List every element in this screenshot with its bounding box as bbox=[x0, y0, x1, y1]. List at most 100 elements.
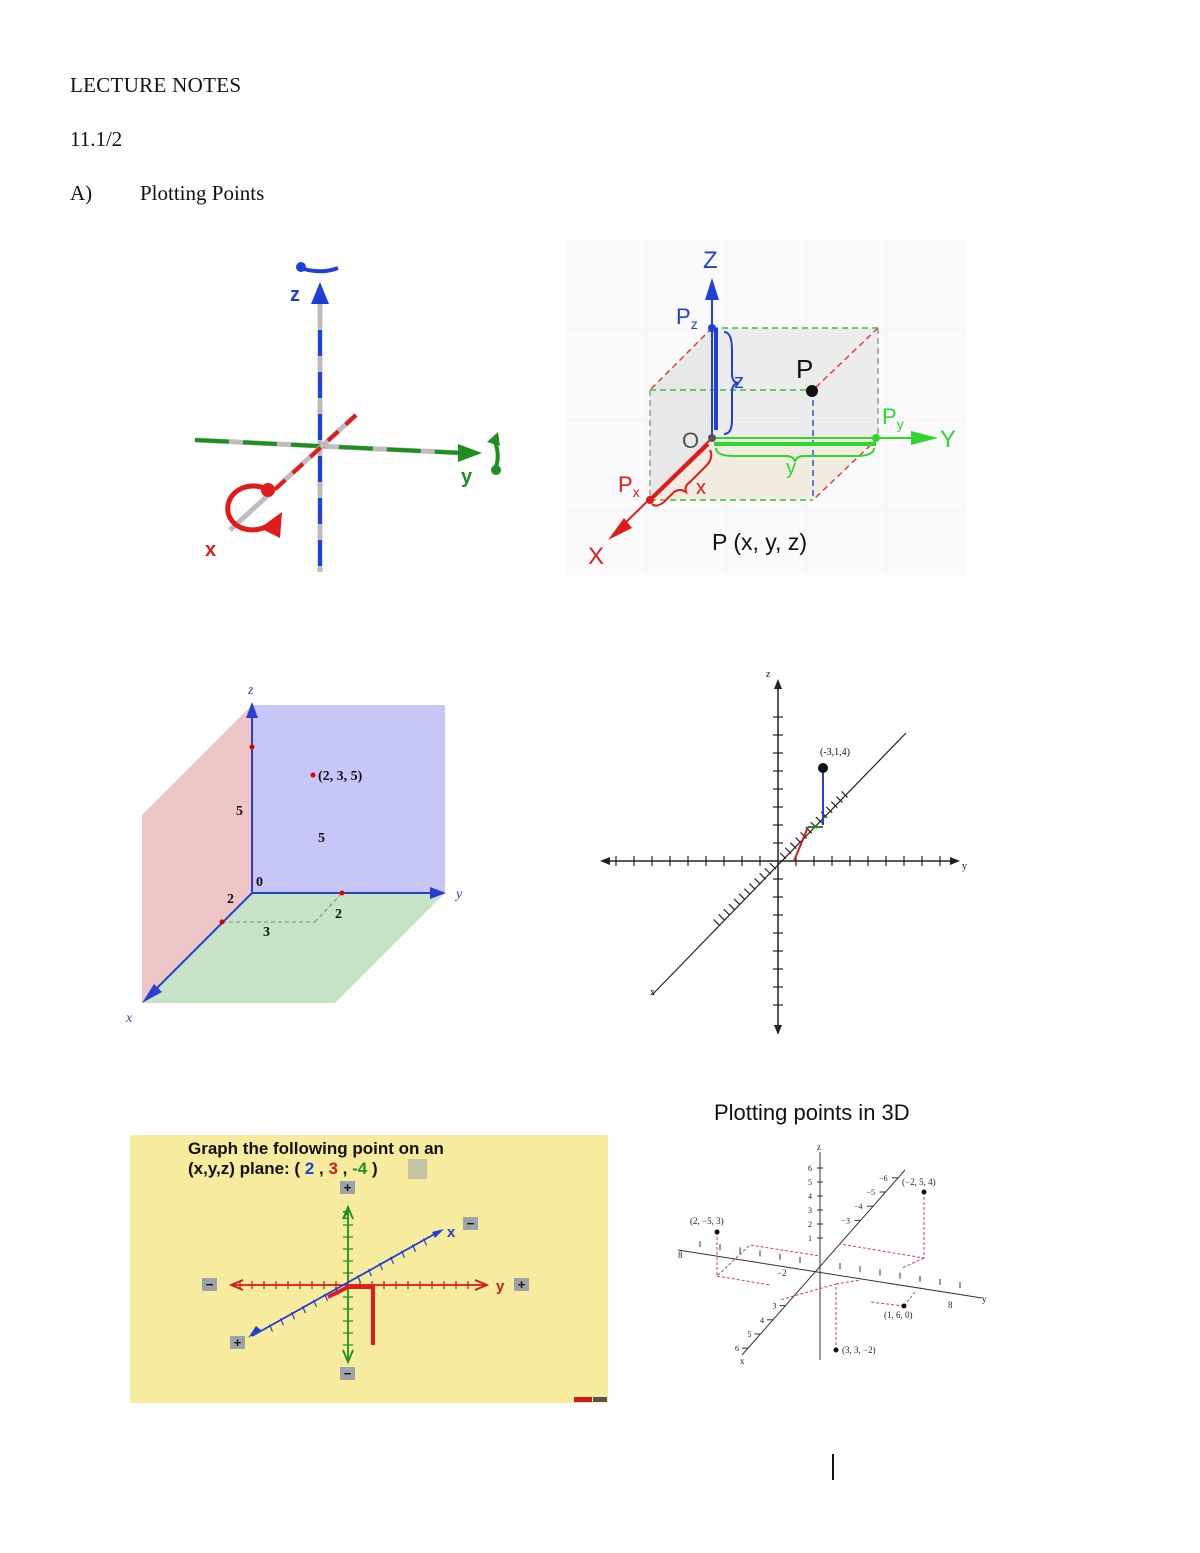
z-tick-five: 5 bbox=[236, 804, 243, 819]
x-tick bbox=[795, 837, 802, 844]
x-tick bbox=[422, 1238, 428, 1246]
z-tick-label: 1 bbox=[808, 1234, 812, 1243]
x-tick bbox=[312, 1299, 318, 1308]
z-tick-label: 5 bbox=[808, 1178, 812, 1187]
y-minus-sign: − bbox=[206, 1277, 214, 1292]
origin-zero: 0 bbox=[256, 875, 263, 890]
x-axis bbox=[228, 413, 358, 532]
X-axis-label: X bbox=[588, 543, 604, 570]
x-axis-label: x bbox=[740, 1356, 745, 1366]
x-tick-label: 5 bbox=[748, 1330, 752, 1339]
x-tick-label: 4 bbox=[760, 1316, 764, 1325]
z-axis-label: z bbox=[247, 683, 254, 698]
figure-point-axes: (-3,1,4) z y x bbox=[600, 669, 967, 1035]
y-axis bbox=[194, 437, 482, 462]
x-tick-8: 8 bbox=[948, 1300, 953, 1310]
x-tick bbox=[743, 888, 751, 896]
x-tick-label: 3 bbox=[773, 1302, 777, 1311]
y-axis-label: y bbox=[461, 466, 473, 488]
rotation-arrow-x-icon bbox=[225, 483, 282, 538]
x-tick bbox=[733, 898, 741, 906]
point-2-label: (−2, 5, 4) bbox=[902, 1177, 936, 1187]
z-axis-label: z bbox=[817, 1142, 821, 1152]
text-cursor bbox=[832, 1454, 834, 1480]
plane-five: 5 bbox=[318, 831, 325, 846]
x-tick bbox=[290, 1312, 296, 1320]
x-tick bbox=[836, 796, 843, 803]
page-title: LECTURE NOTES bbox=[70, 73, 242, 97]
y-tick-8: 8 bbox=[678, 1250, 683, 1260]
y-axis-label: y bbox=[454, 887, 463, 902]
point-label: (2, 3, 5) bbox=[318, 769, 363, 784]
figure-caption: P (x, y, z) bbox=[712, 529, 807, 555]
point-P-label: P bbox=[796, 354, 813, 384]
x-tick bbox=[723, 908, 731, 916]
x-tick bbox=[323, 1293, 329, 1302]
point-4-label: (3, 3, −2) bbox=[842, 1345, 876, 1355]
Px-label: Px bbox=[618, 472, 640, 500]
x-tick bbox=[389, 1256, 395, 1265]
x-plus-sign: + bbox=[234, 1335, 242, 1350]
z-distance-label: z bbox=[734, 371, 744, 393]
x-axis-label: x bbox=[650, 987, 655, 998]
section-number: 11.1/2 bbox=[70, 127, 123, 151]
figure-title: Plotting points in 3D bbox=[714, 1100, 910, 1125]
point-2-dot bbox=[921, 1189, 927, 1195]
y-axis-label: y bbox=[982, 1294, 987, 1304]
x-tick bbox=[754, 878, 761, 885]
point-4-dot bbox=[833, 1347, 839, 1353]
figure-plotting-3d: (2, −5, 3) (−2, 5, 4) (1, 6, 0) (3, 3, −… bbox=[677, 1142, 987, 1366]
z-tick-label: 2 bbox=[808, 1220, 812, 1229]
z-axis-label: z bbox=[766, 669, 771, 680]
point-1-dot bbox=[714, 1229, 720, 1235]
Pz-label: Pz bbox=[676, 304, 698, 332]
x-tick bbox=[713, 919, 720, 926]
x-tick bbox=[830, 801, 838, 809]
x-tick-label: −3 bbox=[842, 1216, 851, 1225]
z-minus-sign: − bbox=[344, 1366, 352, 1381]
z-plus-sign: + bbox=[344, 1180, 352, 1195]
x-tick bbox=[268, 1324, 274, 1332]
point-2-3-5-dot bbox=[310, 772, 316, 778]
y-axis-label: y bbox=[496, 1278, 505, 1295]
heading-label: A) bbox=[70, 181, 93, 205]
point-label: (-3,1,4) bbox=[820, 747, 850, 758]
z-tick-label: 4 bbox=[808, 1192, 812, 1201]
z-axis bbox=[311, 282, 329, 572]
z-axis-label: z bbox=[290, 284, 300, 306]
z-axis-label: z bbox=[342, 1206, 350, 1223]
slide-nav-icon bbox=[574, 1397, 607, 1402]
y-axis-label: y bbox=[962, 861, 967, 872]
x-tick-two: 2 bbox=[227, 892, 234, 907]
point-1-label: (2, −5, 3) bbox=[690, 1216, 724, 1226]
section-heading: A) Plotting Points bbox=[70, 181, 264, 206]
x-minus-sign: − bbox=[467, 1216, 475, 1231]
z-tick-label: 3 bbox=[808, 1206, 812, 1215]
origin-label: O bbox=[682, 428, 699, 453]
figure-graph-point-exercise: Graph the following point on an (x,y,z) … bbox=[130, 1135, 608, 1403]
x-tick bbox=[279, 1318, 285, 1326]
x-tick bbox=[784, 847, 792, 855]
y-tick-three: 3 bbox=[263, 925, 270, 940]
rotation-arrow-z-icon bbox=[296, 262, 339, 274]
x-tick bbox=[356, 1275, 362, 1283]
point-P-dot bbox=[806, 385, 818, 397]
x-tick bbox=[367, 1268, 373, 1277]
exercise-line-1: Graph the following point on an bbox=[188, 1139, 444, 1158]
tick-neg2: −2 bbox=[777, 1268, 787, 1278]
Py-label: Py bbox=[882, 404, 904, 432]
point-3-dot bbox=[901, 1303, 907, 1309]
x-axis-label: x bbox=[205, 539, 216, 561]
x-tick-label: −4 bbox=[854, 1202, 863, 1211]
Z-axis-label: Z bbox=[703, 247, 718, 274]
exercise-line-2: (x,y,z) plane: ( 2 , 3 , -4 ) bbox=[188, 1159, 378, 1178]
x-tick-label: −6 bbox=[879, 1174, 888, 1183]
x-tick bbox=[411, 1244, 417, 1252]
x-tick bbox=[301, 1305, 307, 1314]
rotation-arrow-y-icon bbox=[487, 432, 501, 475]
x-tick bbox=[718, 913, 726, 921]
x-tick bbox=[789, 842, 797, 850]
heading-text: Plotting Points bbox=[140, 181, 265, 205]
Y-axis-label: Y bbox=[940, 426, 956, 453]
x-tick bbox=[400, 1250, 406, 1258]
